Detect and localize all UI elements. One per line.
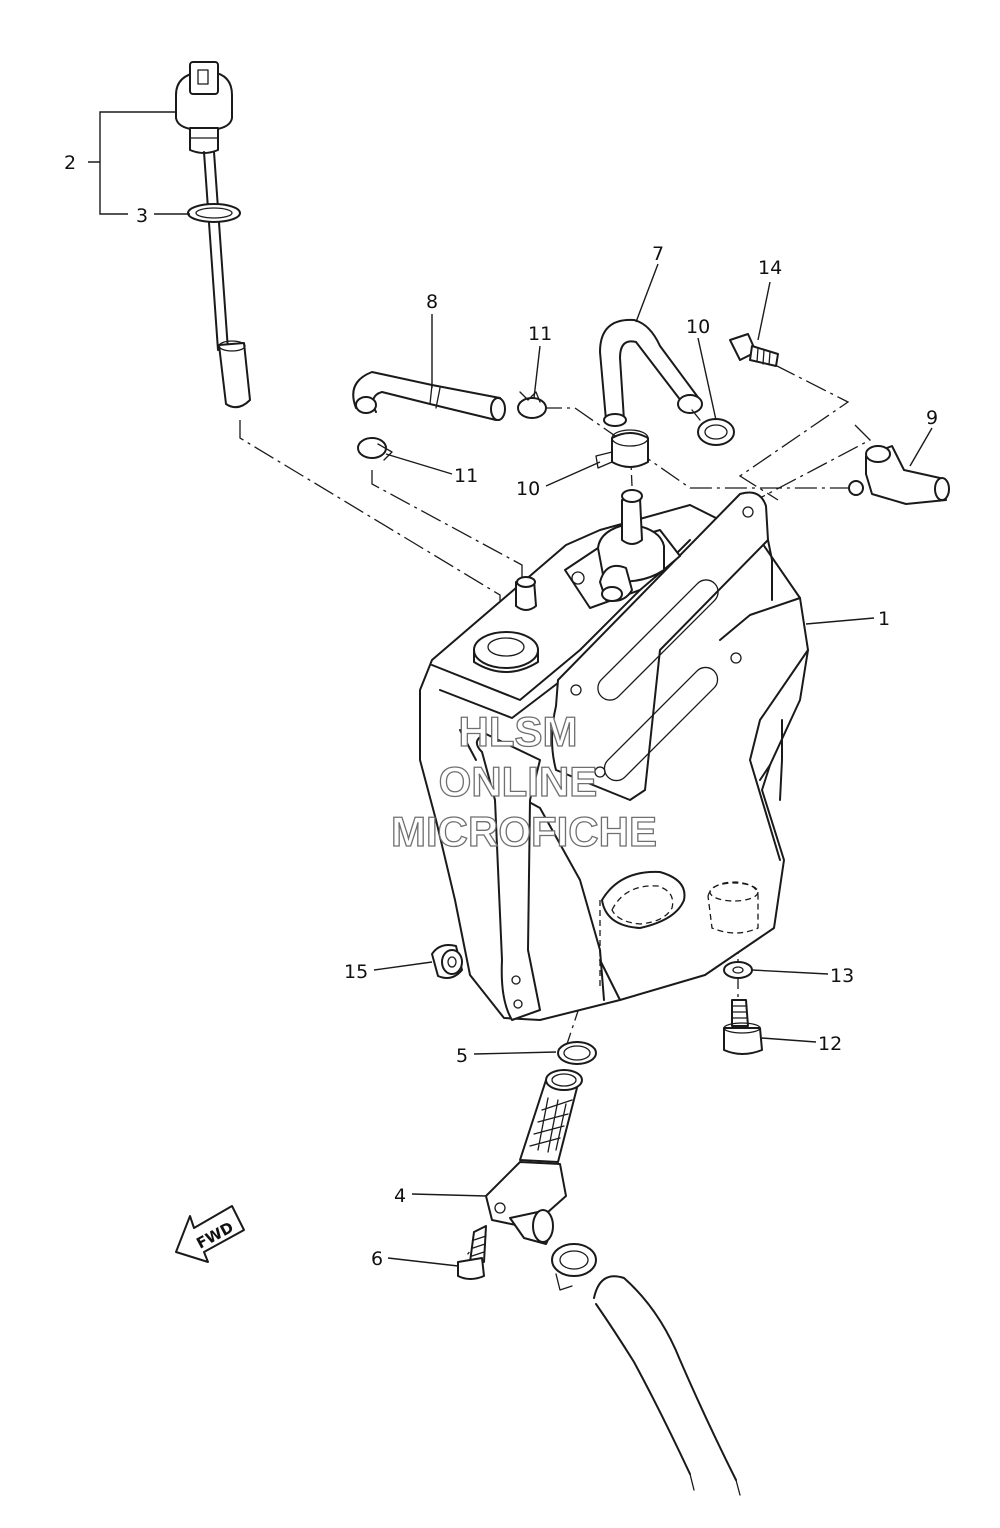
callout-12: 12 — [818, 1033, 842, 1055]
callout-3: 3 — [136, 205, 148, 227]
watermark-line-3: MICROFICHE — [391, 808, 657, 855]
leader-lines — [154, 213, 933, 1267]
lower-hose — [593, 1275, 741, 1496]
callout-15: 15 — [344, 961, 368, 983]
grommet-15 — [431, 944, 463, 979]
callout-1: 1 — [878, 608, 890, 630]
callout-labels: 1 2 3 4 5 6 7 8 9 10 10 11 11 12 13 14 1… — [64, 152, 938, 1270]
callout-10-lower: 10 — [516, 478, 540, 500]
callout-10-upper: 10 — [686, 316, 710, 338]
oil-tank — [419, 489, 809, 1021]
outlet-pipe-4 — [485, 1069, 583, 1245]
callout-13: 13 — [830, 965, 854, 987]
hose-8 — [352, 371, 506, 421]
washer-13 — [723, 961, 753, 979]
callout-7: 7 — [652, 243, 664, 265]
watermark-line-1: HLSM — [459, 708, 578, 755]
callout-9: 9 — [926, 407, 938, 429]
callout-14: 14 — [758, 257, 782, 279]
hose-7 — [599, 318, 703, 427]
screw-6 — [457, 1225, 487, 1280]
callout-4: 4 — [394, 1185, 406, 1207]
level-sensor — [175, 61, 251, 409]
callout-11-lower: 11 — [454, 465, 478, 487]
watermark: HLSM ONLINE MICROFICHE — [390, 707, 657, 855]
watermark-line-2: ONLINE — [439, 758, 598, 805]
fitting-9 — [848, 445, 950, 505]
fwd-arrow-icon: FWD — [175, 1205, 245, 1263]
callout-2: 2 — [64, 152, 76, 174]
bracket-2-3 — [88, 111, 176, 215]
o-ring-5 — [557, 1041, 597, 1065]
bolt-12 — [723, 999, 763, 1055]
clamps — [357, 391, 735, 1291]
callout-8: 8 — [426, 291, 438, 313]
bolt-14 — [729, 333, 779, 367]
callout-11-upper: 11 — [528, 323, 552, 345]
callout-6: 6 — [371, 1248, 383, 1270]
callout-5: 5 — [456, 1045, 468, 1067]
